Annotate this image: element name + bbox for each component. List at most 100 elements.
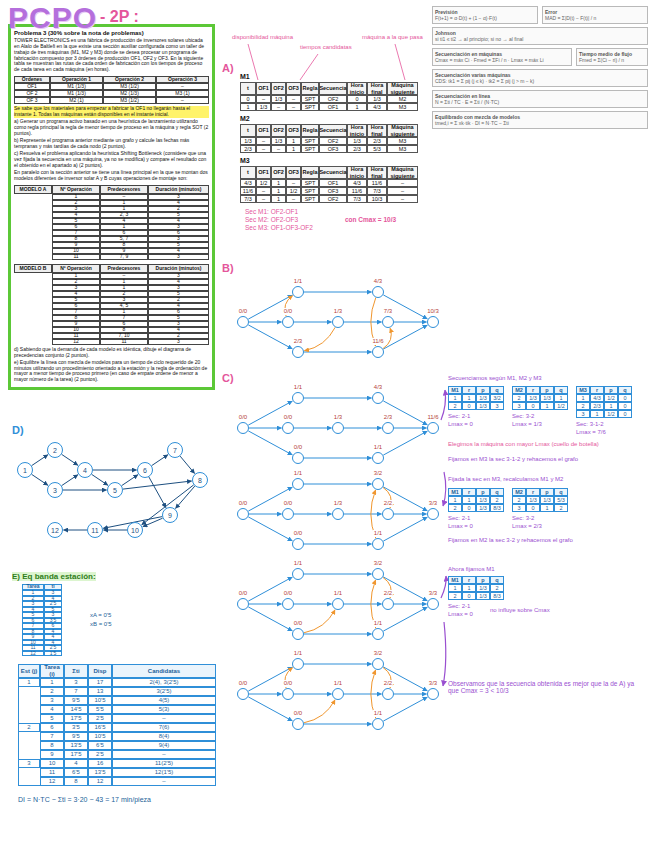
task-number: 10 (131, 527, 139, 534)
table-cell: 12 (88, 777, 112, 786)
precedence-arc (32, 455, 48, 466)
table-cell: 2/3 (240, 145, 256, 153)
table-cell: 2'5 (88, 714, 112, 723)
table-cell: 3 (512, 504, 526, 512)
table-cell: 8/3 (490, 504, 504, 512)
table-header-cell: Predecesores (100, 264, 148, 273)
table-cell: 1/3 (476, 402, 490, 410)
conjunctive-arc (394, 428, 427, 429)
flow-arrow (441, 390, 446, 420)
node-time-label: 1/1 (293, 560, 303, 567)
table-cell: 2/3 (347, 145, 367, 153)
node-time-label: 1/1 (293, 470, 303, 477)
node-time-label: 0/0 (293, 444, 303, 451)
table-cell: 1 (448, 394, 462, 402)
table-cell: 2'5 (88, 750, 112, 759)
table-header-cell: p (540, 386, 554, 394)
node-time-label: 0/0 (238, 500, 248, 507)
table-cell: 3 (576, 410, 590, 418)
table-header-cell: Operación 3 (156, 76, 209, 83)
table-header-cell: q (490, 488, 504, 496)
formula-heading: Equilibrado con mezcla de modelos (435, 114, 645, 120)
event-node: 1/3 (332, 316, 344, 328)
conjunctive-arc (383, 577, 427, 601)
table-cell: 2 (490, 584, 504, 592)
conjunctive-arc (344, 604, 382, 605)
table-header-cell: Predecesores (100, 185, 148, 194)
formula-heading: Johnson (435, 30, 645, 36)
annotation: disponibilidad máquina (232, 34, 293, 41)
table-cell: SPT (301, 103, 319, 111)
table-cell: 1 (554, 394, 568, 402)
sequence-note: Sec M1: OF2-OF1 (245, 208, 298, 215)
table-cell: 2 (448, 402, 462, 410)
table-cell: 1 (448, 496, 462, 504)
conjunctive-arc (294, 428, 332, 429)
table-cell: 1 (271, 187, 286, 195)
table-cell: 1/3 (271, 137, 286, 145)
table-cell: M3 (1) (156, 90, 209, 97)
table-cell: OF2 (319, 195, 347, 203)
conjunctive-arc (248, 697, 292, 721)
event-node: 1/1 (292, 286, 304, 298)
table-cell: 1/3 (540, 496, 554, 504)
table-cell: 9'5 (64, 732, 88, 741)
table-cell: 11/6 (240, 187, 256, 195)
table-cell: 3 (490, 402, 504, 410)
conjunctive-arc (394, 694, 427, 695)
table-cell: 1 (271, 179, 286, 187)
table-cell: 5 (40, 714, 64, 723)
node-time-label: 0/0 (293, 620, 303, 627)
task-number: 3 (53, 487, 57, 494)
event-node: 0/0 (292, 628, 304, 640)
table-cell: 1/2 (554, 402, 568, 410)
node-time-label: 4/3 (373, 384, 383, 391)
conjunctive-arc (249, 694, 282, 695)
step-note: Fijamos en M2 la sec 3-2 y rehacemos el … (448, 537, 644, 544)
table-cell: 14'5 (64, 705, 88, 714)
table-cell: – (112, 777, 216, 786)
table-cell: 1 (18, 678, 40, 687)
balance-note: xB = 0'5 (90, 621, 112, 628)
conjunctive-arc (294, 322, 332, 323)
table-header-cell: p (540, 488, 554, 496)
conjunctive-arc (383, 607, 427, 631)
table-header-cell: q (490, 576, 504, 584)
table-cell: – (256, 95, 271, 103)
conjunctive-arc (383, 517, 427, 541)
section-letter: D) (12, 424, 24, 437)
task-number: 5 (113, 487, 117, 494)
conjunctive-arc (248, 607, 292, 631)
table-cell: SPT (301, 187, 319, 195)
annotation: M3 (240, 157, 250, 165)
step-note: Ahora fijamos M1 (448, 566, 644, 573)
table-cell: M2 (387, 95, 418, 103)
node-time-label: 11/6 (426, 414, 439, 421)
step-note: Fijamos en M3 la sec 3-1-2 y rehacemos e… (448, 456, 644, 463)
annotation: máquina a la que pasa (362, 34, 423, 41)
task-node: 9 (162, 507, 178, 523)
table-cell: 7/3 (240, 195, 256, 203)
table-cell: – (387, 187, 418, 195)
node-time-label: 0/0 (283, 680, 293, 687)
step-note: Sec: 2-1 (448, 603, 470, 610)
table-cell: M3 (387, 137, 418, 145)
table-cell: 1 (448, 584, 462, 592)
conjunctive-arc (249, 514, 282, 515)
table-cell: 8/3 (490, 592, 504, 600)
table-cell: 2 (448, 592, 462, 600)
table-header-cell: Regla (301, 124, 319, 137)
formula-heading: Error (545, 9, 645, 15)
conjunctive-arc (383, 295, 427, 319)
conjunctive-arc (344, 694, 382, 695)
problem-text: b) Represente el programa anterior media… (14, 138, 209, 150)
event-node: 1/1 (292, 478, 304, 490)
node-time-label: 3/2 (373, 470, 383, 477)
task-node: 3 (47, 482, 63, 498)
precedence-arc (62, 475, 78, 486)
conjunctive-arc (248, 517, 292, 541)
precedence-arc (123, 481, 192, 489)
table-cell: 0 (526, 402, 540, 410)
annotation: M2 (240, 115, 250, 123)
table-header-cell: OF2 (271, 124, 286, 137)
